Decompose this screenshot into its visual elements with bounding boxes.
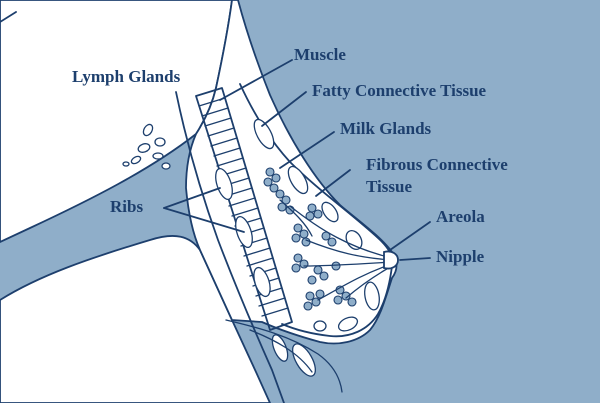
label-ribs: Ribs [110, 197, 143, 216]
label-fatty-connective-tissue: Fatty Connective Tissue [312, 81, 487, 100]
label-fibrous-connective-tissue-line2: Tissue [366, 177, 412, 196]
label-nipple: Nipple [436, 247, 485, 266]
nipple-shape [384, 251, 398, 268]
label-muscle: Muscle [294, 45, 346, 64]
label-lymph-glands: Lymph Glands [72, 67, 181, 86]
label-fibrous-connective-tissue-line1: Fibrous Connective [366, 155, 508, 174]
label-milk-glands: Milk Glands [340, 119, 432, 138]
label-areola: Areola [436, 207, 485, 226]
